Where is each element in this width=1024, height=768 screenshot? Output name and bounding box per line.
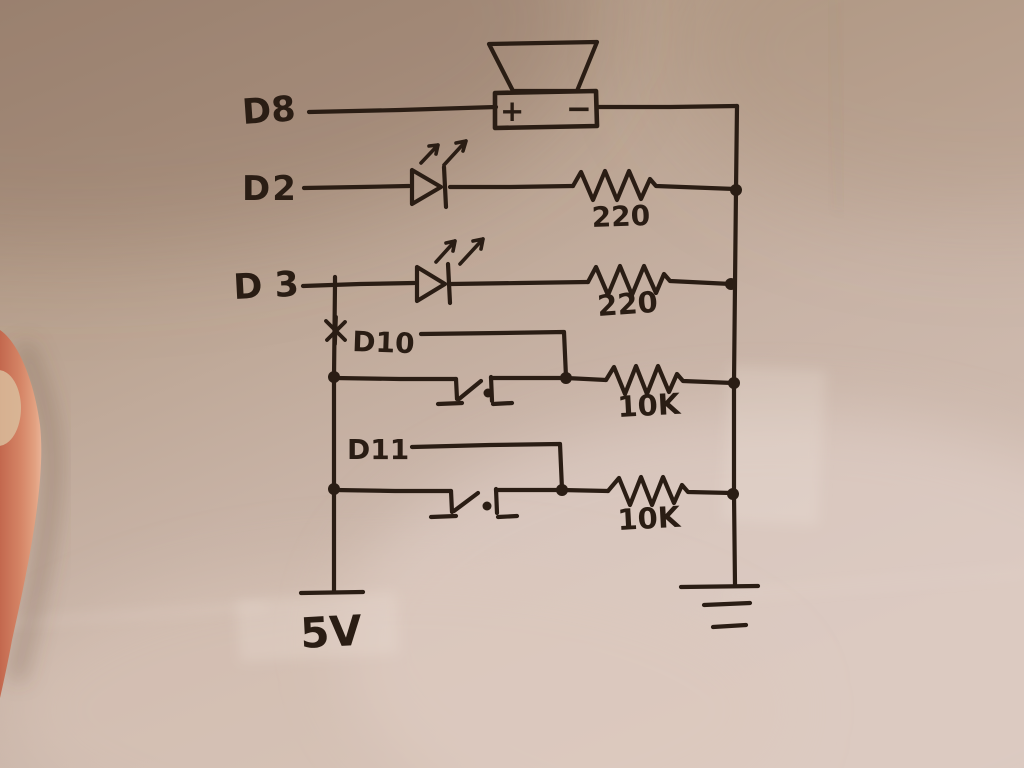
label-5v: 5V: [299, 606, 364, 658]
s1-right-foot: [490, 400, 515, 407]
ground-bar-2: [701, 600, 753, 608]
right-rail: [731, 103, 740, 588]
paper-crease-top: [830, 0, 842, 211]
s2-right-foot: [495, 513, 520, 520]
junction-dot-r4: [727, 488, 739, 500]
wire-d8-left: [306, 104, 499, 115]
s1-right-post: [488, 374, 495, 404]
asterisk-icon: [324, 315, 347, 346]
led-d2: [409, 139, 468, 210]
junction-dot-r1: [730, 184, 742, 196]
label-d2: D2: [242, 169, 298, 209]
s2-lever: [451, 490, 481, 514]
s1-out-lead: [488, 375, 609, 383]
supply-5v-bar: [298, 589, 366, 596]
s2-contact-dot: [482, 501, 492, 511]
label-d11: D11: [347, 433, 409, 466]
speaker-minus-label: −: [566, 91, 592, 127]
led-d2-cathode-bar: [441, 164, 449, 210]
wire-d10: [418, 329, 569, 380]
led-d3-light-arrow-1: [434, 239, 457, 264]
s1-lever: [456, 378, 484, 402]
thumb: [0, 330, 62, 698]
tape-patch: [721, 365, 826, 526]
resistor-r1-label: 220: [591, 199, 651, 234]
pushbutton-s2: [332, 486, 611, 520]
resistor-r3-label: 10K: [617, 387, 683, 424]
wire-d3-to-r2: [448, 279, 591, 287]
ground-bar-3: [710, 622, 749, 630]
ground-bar-1: [678, 583, 761, 590]
junction-dot-r3: [728, 377, 740, 389]
led-d2-light-arrow-1: [419, 143, 440, 165]
circuit-labels: D8 D2 D 3 D10 D11 + − 220 220 10K 10K 5V: [232, 89, 682, 658]
circuit-drawing: [298, 39, 761, 630]
s2-out-lead: [493, 487, 611, 494]
shadow-top-left: [0, 0, 590, 250]
label-d10: D10: [352, 325, 415, 360]
led-d3-light-arrow-2: [458, 237, 485, 266]
thumb-shadow: [7, 340, 62, 683]
s2-left-foot: [428, 513, 459, 520]
light-patch-5v: [236, 591, 400, 663]
paper-crease-left: [0, 604, 266, 626]
speaker-plus-label: +: [500, 94, 524, 128]
resistor-r2-label: 220: [596, 285, 659, 323]
thumb-nail: [0, 370, 21, 446]
led-d2-light-arrow-2: [442, 139, 468, 167]
wire-d3: [300, 280, 417, 289]
junction-dot-r2: [725, 278, 737, 290]
ground-symbol: [678, 583, 761, 630]
resistor-r3: [603, 363, 736, 397]
resistor-r2: [585, 263, 734, 298]
paper-crease-right: [723, 570, 1024, 598]
label-d8: D8: [241, 89, 297, 133]
s1-left-lead: [332, 375, 459, 382]
shadow-top-right: [670, 0, 1024, 220]
speaker-box: [492, 88, 600, 131]
pushbutton-s1: [332, 374, 609, 407]
resistor-r1: [570, 168, 738, 203]
wire-d11: [409, 441, 565, 492]
label-d3: D 3: [232, 265, 300, 308]
s2-left-lead: [332, 487, 454, 494]
s2-right-post: [493, 486, 500, 516]
sheen-bottom-left: [10, 560, 790, 768]
s1-left-post: [453, 376, 460, 402]
asterisk-stroke-3: [333, 315, 338, 346]
wire-d2-to-r1: [447, 183, 576, 190]
wire-d2: [301, 183, 412, 191]
wire-d8-right: [594, 103, 740, 110]
resistor-r4-label: 10K: [617, 500, 683, 537]
resistor-r4: [605, 474, 735, 508]
s1-left-foot: [435, 400, 465, 407]
s2-left-post: [448, 488, 455, 515]
led-d3-triangle: [414, 264, 448, 304]
led-d2-triangle: [409, 167, 444, 207]
